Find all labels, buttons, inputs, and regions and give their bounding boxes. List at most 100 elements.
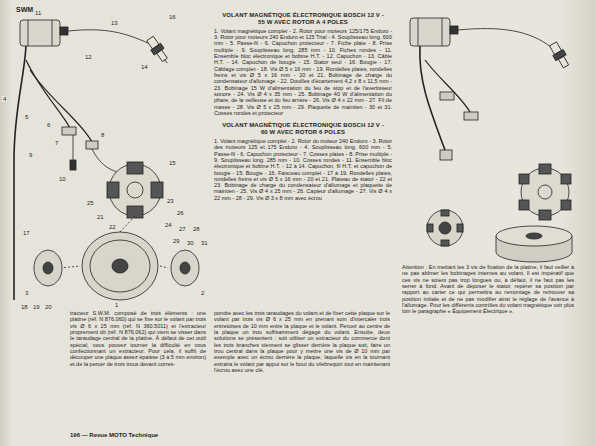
stator: [561, 200, 571, 210]
flywheel: [496, 226, 572, 262]
stator: [127, 162, 143, 174]
callout-number: 10: [58, 176, 67, 182]
callout-number: 16: [168, 14, 177, 20]
callout-number: 6: [46, 122, 51, 128]
callout-number: 5: [24, 114, 29, 120]
ignition-coil: [20, 20, 60, 46]
rotor: [43, 262, 53, 274]
callout-number: 28: [192, 226, 201, 232]
stator: [519, 200, 529, 210]
callout-number: 14: [140, 64, 149, 70]
rotor: [171, 250, 199, 286]
rotor: [427, 210, 463, 246]
parts-list: 1. Volant magnétique complet - 2. Rotor …: [214, 138, 392, 201]
stator: [538, 185, 552, 199]
callout-number: 1: [114, 302, 119, 308]
body-text: tracteur S.W.M. composé de trois élément…: [70, 310, 206, 367]
wire-harness: [14, 46, 26, 300]
grommet: [70, 160, 76, 170]
stator: [539, 210, 551, 220]
ignition-coil: [52, 20, 53, 46]
rotor: [34, 250, 62, 286]
spark-plug: [558, 56, 568, 68]
callout-number: 26: [176, 210, 185, 216]
assembly-line: [120, 216, 135, 232]
ignition-coil: [410, 18, 450, 46]
connector: [440, 150, 452, 160]
rotor: [34, 250, 62, 286]
wire-harness: [30, 70, 92, 142]
callout-number: 22: [108, 224, 117, 230]
assembly-line: [160, 266, 168, 268]
callout-number: 27: [178, 226, 187, 232]
callout-number: 2: [200, 290, 205, 296]
callout-number: 23: [166, 198, 175, 204]
body-text: pondre avec les trois taraudages du vola…: [214, 310, 390, 373]
ignition-coil: [60, 27, 68, 35]
callout-number: 11: [34, 10, 42, 16]
flywheel: [82, 232, 158, 300]
callout-number: 21: [96, 214, 105, 220]
multi-plug: [440, 92, 454, 100]
callout-number: 13: [110, 20, 119, 26]
ignition-coil: [450, 26, 458, 34]
stator: [519, 174, 529, 184]
stator: [151, 182, 163, 198]
rotor: [457, 224, 463, 232]
spark-plug: [548, 41, 571, 70]
callout-number: 7: [54, 140, 59, 146]
ignition-coil: [28, 20, 29, 46]
callout-number: 30: [186, 240, 195, 246]
ignition-coil: [442, 18, 443, 46]
stator: [539, 164, 551, 174]
stator: [127, 182, 143, 198]
flywheel: [496, 226, 572, 246]
right-figure: [410, 18, 572, 262]
wire-harness: [425, 60, 470, 112]
callout-number: 15: [168, 160, 177, 166]
wire-harness: [26, 60, 70, 128]
assembly-line: [60, 266, 80, 268]
left-figure: [14, 20, 199, 300]
heading: VOLANT MAGNÉTIQUE ÉLECTRONIQUE BOSCH 12 …: [218, 122, 388, 136]
callout-number: 20: [44, 304, 53, 310]
ht-cable: [68, 30, 150, 44]
callout-number: 9: [28, 152, 33, 158]
rotor: [427, 210, 463, 246]
callout-number: 3: [24, 290, 29, 296]
stator: [107, 182, 119, 198]
multi-plug: [62, 127, 76, 135]
callout-number: 18: [20, 304, 29, 310]
rotor: [441, 210, 449, 216]
callout-number: 12: [84, 54, 93, 60]
rotor: [180, 262, 190, 274]
callout-number: 19: [32, 304, 41, 310]
callout-number: 29: [172, 238, 181, 244]
callout-number: 31: [200, 240, 209, 246]
ignition-coil: [418, 18, 419, 46]
stator: [561, 174, 571, 184]
spark-plug: [165, 60, 167, 63]
flywheel: [526, 233, 542, 239]
ignition-coil: [20, 20, 68, 46]
ignition-coil: [410, 18, 458, 46]
rotor: [427, 224, 433, 232]
stator: [519, 164, 571, 220]
page-footer: 196 — Revue MOTO Technique: [70, 432, 158, 439]
callout-number: 25: [86, 200, 95, 206]
rotor: [427, 210, 463, 246]
callout-number: 17: [22, 230, 31, 236]
ht-cable: [458, 29, 552, 48]
figure-label: SWM: [16, 6, 33, 14]
callout-number: 4: [2, 96, 7, 102]
multi-plug: [464, 112, 478, 120]
rotor: [439, 222, 451, 234]
spark-plug: [157, 50, 168, 62]
body-text: Attention : En mettant les 3 vis de fixa…: [402, 264, 574, 315]
callout-number: 8: [100, 132, 105, 138]
stator: [519, 164, 571, 220]
rotor: [441, 240, 449, 246]
parts-list: 1. Volant magnétique complet - 2. Rotor …: [214, 28, 392, 116]
wire: [73, 135, 74, 160]
rotor: [171, 250, 199, 286]
